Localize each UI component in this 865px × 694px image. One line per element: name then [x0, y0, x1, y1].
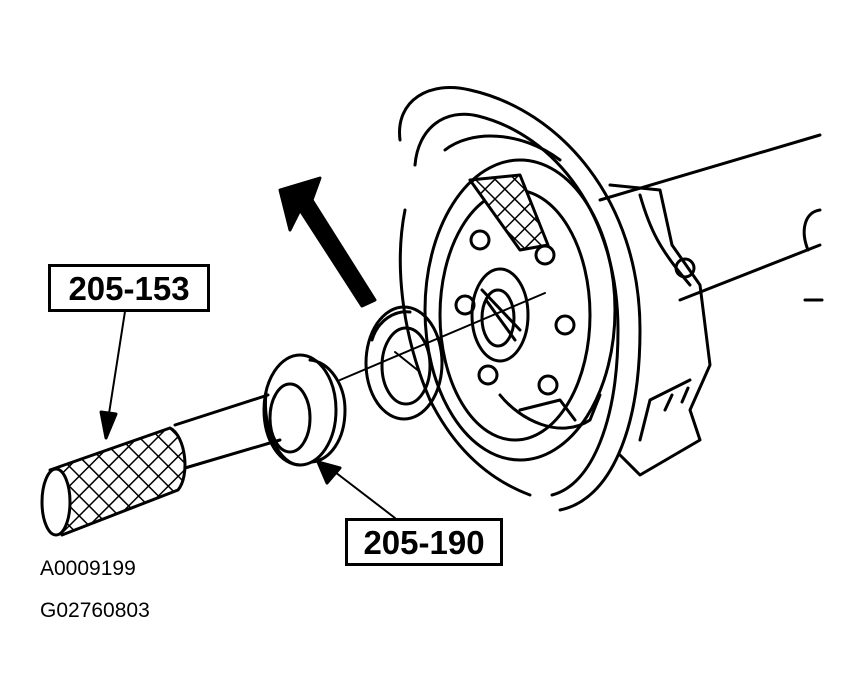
- figure-code-2: G02760803: [40, 599, 150, 622]
- callout-205-153: 205-153: [48, 264, 210, 312]
- axle-lower-edge: [678, 243, 822, 302]
- knuckle: [608, 183, 712, 477]
- wheel-stud: [554, 314, 576, 336]
- seal: [364, 305, 444, 421]
- callout-205-190: 205-190: [345, 518, 503, 566]
- seal-installer-205-190: [173, 353, 347, 470]
- leader-205-190: [316, 460, 396, 519]
- figure-code-1: A0009199: [40, 557, 136, 580]
- leader-205-153: [99, 304, 127, 440]
- wheel-stud: [537, 374, 559, 396]
- wheel-stud: [534, 244, 556, 266]
- hub-assembly: [398, 85, 824, 512]
- wheel-stud: [469, 229, 491, 251]
- pointer-arrow: [278, 176, 377, 308]
- axle-upper-edge: [598, 133, 822, 202]
- alignment-line: [339, 292, 546, 381]
- dust-shield-outer: [398, 85, 642, 512]
- wheel-stud: [477, 364, 499, 386]
- hub-bore: [470, 267, 530, 363]
- hub-face: [423, 158, 617, 462]
